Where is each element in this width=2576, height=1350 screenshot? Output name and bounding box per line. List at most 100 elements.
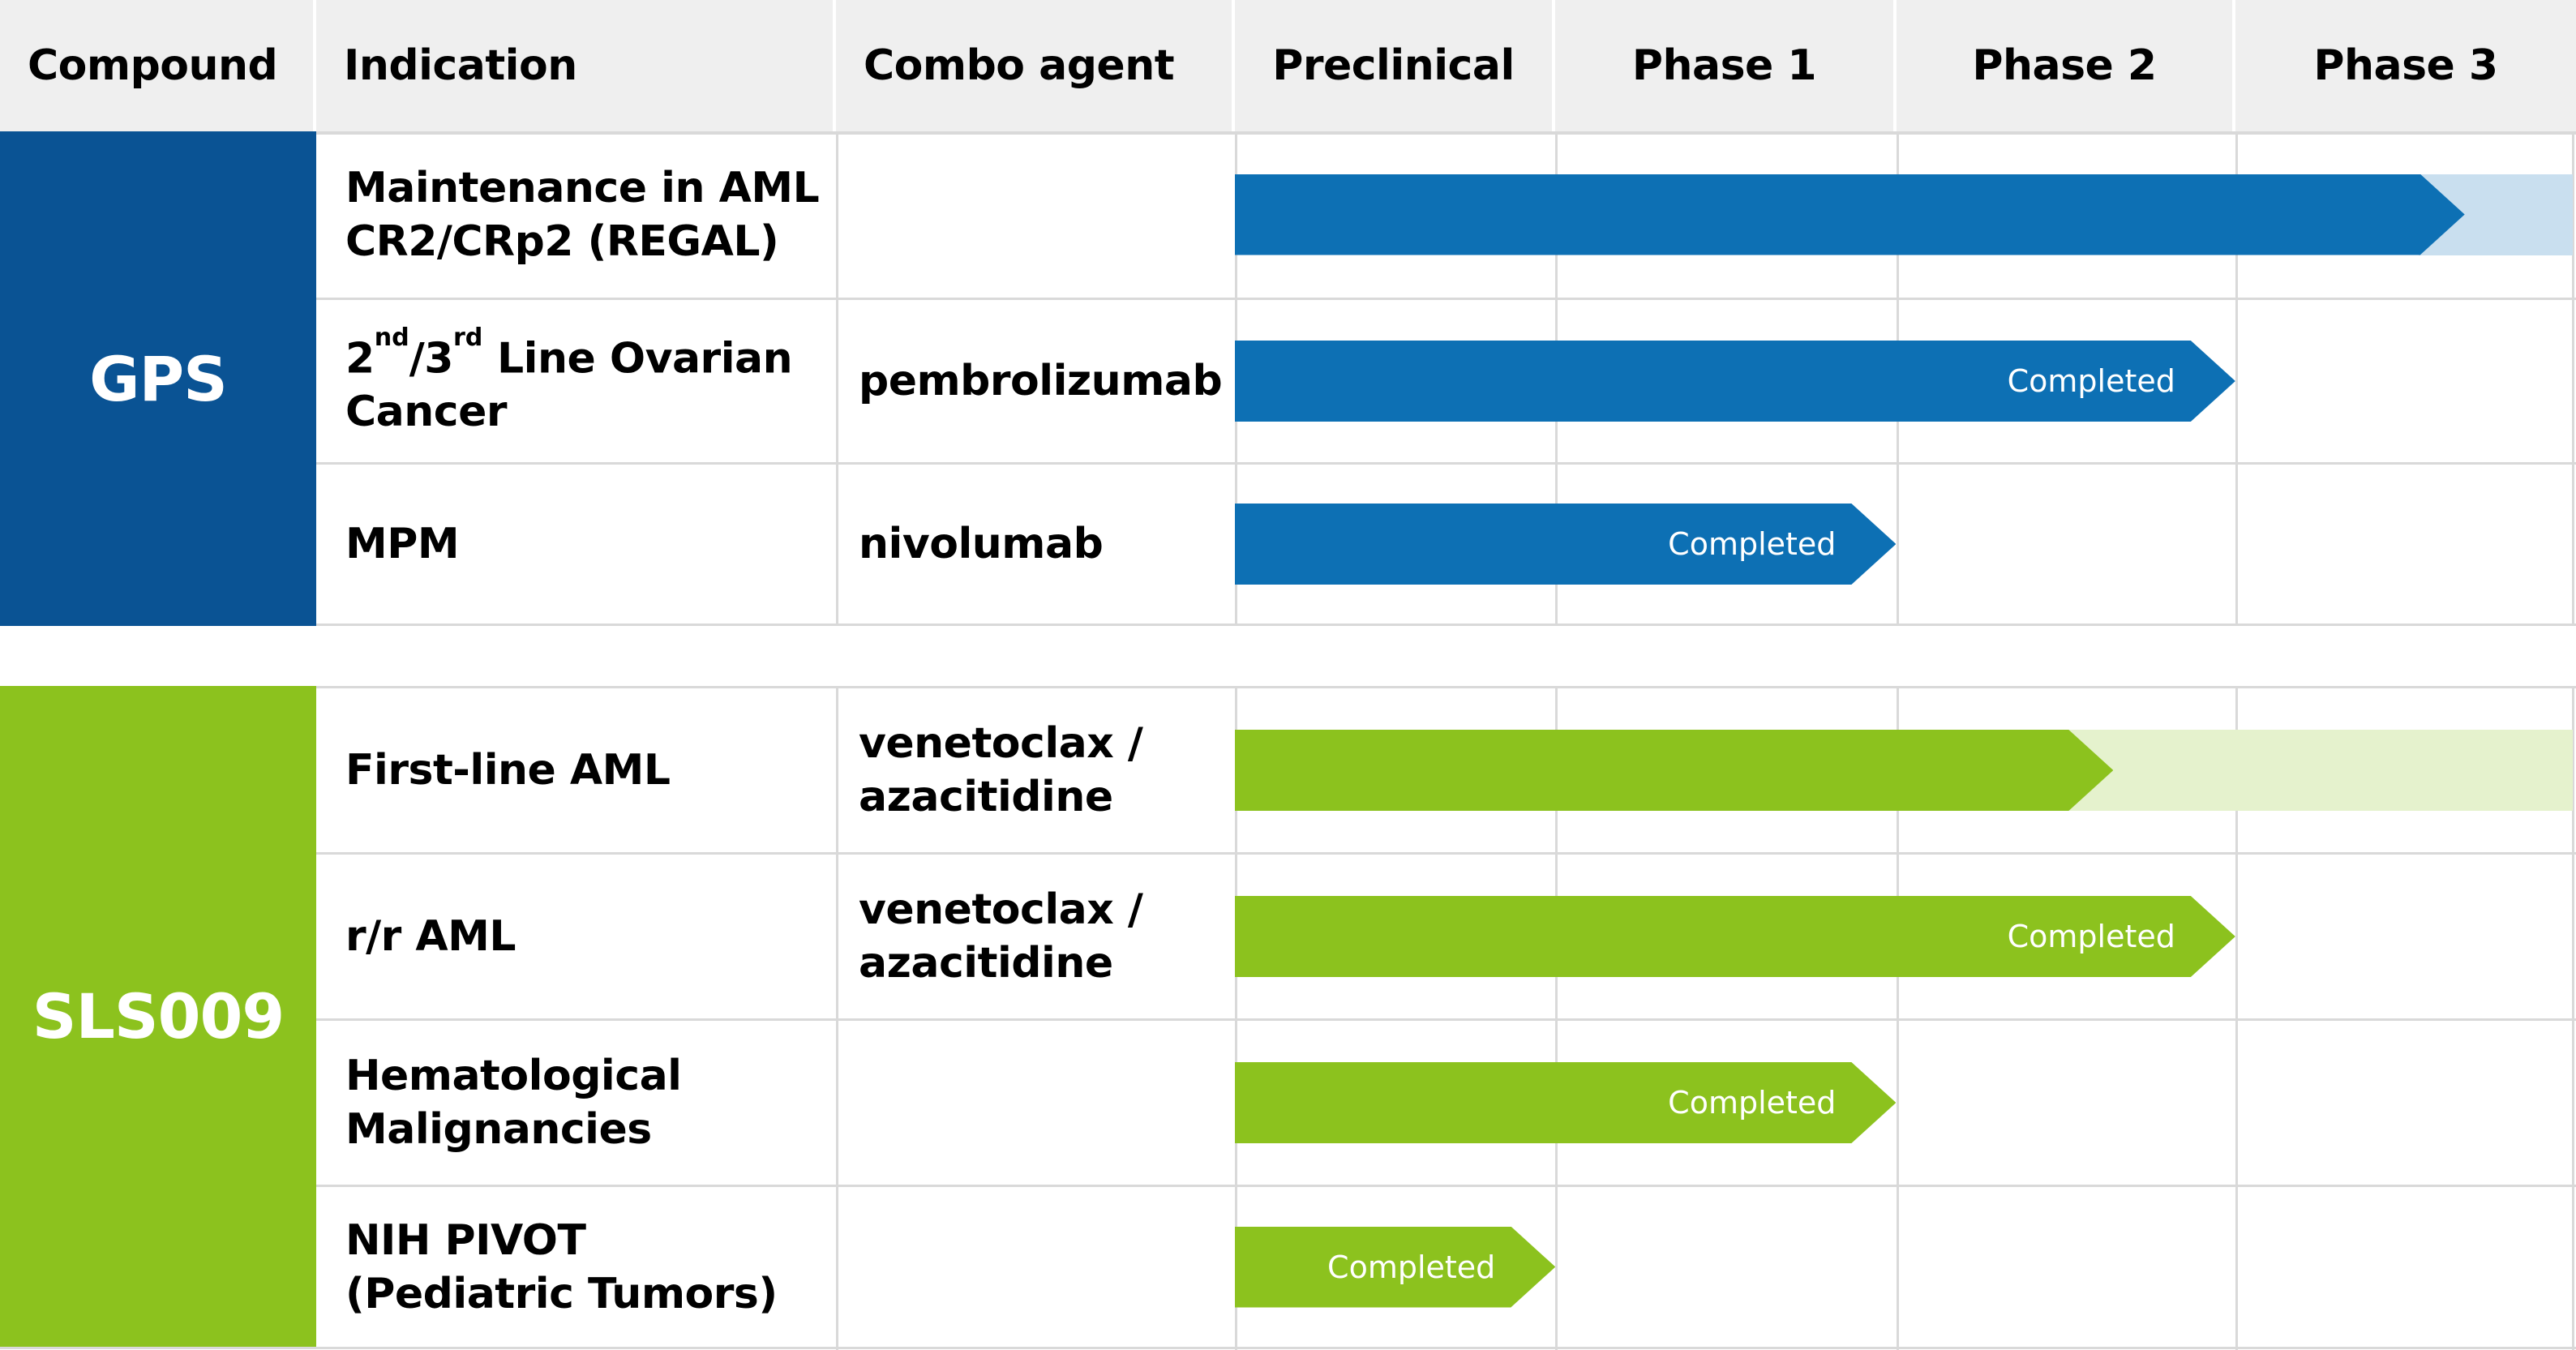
indication-line: 2nd/3rd Line Ovarian: [345, 324, 826, 385]
pipeline-row-gps-mpm: MPM nivolumab Completed: [316, 465, 2576, 624]
compound-label-gps: GPS: [0, 131, 316, 626]
header-label: Indication: [344, 41, 577, 90]
phase-lane: [1235, 131, 2576, 298]
progress-bar: Completed: [1235, 896, 2235, 977]
combo-line: azacitidine: [859, 939, 1113, 988]
indication-cell: 2nd/3rd Line Ovarian Cancer: [316, 300, 836, 462]
combo-line: nivolumab: [859, 520, 1104, 568]
pipeline-row-gps-ovarian: 2nd/3rd Line Ovarian Cancer pembrolizuma…: [316, 300, 2576, 462]
gridline: [1235, 686, 1237, 1350]
pipeline-row-sls009-rr-aml: r/r AML venetoclax / azacitidine Complet…: [316, 855, 2576, 1018]
bar-status-label: Completed: [1668, 526, 1837, 562]
combo-agent-cell: venetoclax / azacitidine: [836, 855, 1235, 1018]
combo-agent-cell: [836, 1021, 1235, 1185]
pipeline-row-sls009-nih-pivot: NIH PIVOT (Pediatric Tumors) Completed: [316, 1187, 2576, 1347]
header-cell-compound: Compound: [0, 0, 316, 131]
indication-text: /3: [409, 334, 454, 384]
ghost-progress-bar: [2068, 730, 2573, 811]
gridline: [2572, 131, 2574, 626]
ordinal-suffix: rd: [452, 324, 483, 353]
indication-line: Maintenance in AML: [345, 163, 820, 212]
header-cell-preclinical: Preclinical: [1235, 0, 1555, 131]
sls009-table: SLS009 First-line AML venetoclax / azaci…: [0, 686, 2576, 1350]
header-label: Combo agent: [864, 41, 1175, 90]
indication-cell: Maintenance in AML CR2/CRp2 (REGAL): [316, 131, 836, 298]
pipeline-row-gps-regal: Maintenance in AML CR2/CRp2 (REGAL): [316, 131, 2576, 298]
header-cell-phase-2: Phase 2: [1897, 0, 2235, 131]
indication-cell: MPM: [316, 465, 836, 624]
indication-cell: r/r AML: [316, 855, 836, 1018]
gridline: [1897, 686, 1899, 1350]
combo-line: venetoclax /: [859, 885, 1143, 934]
progress-bar: [1235, 730, 2113, 811]
phase-lane: Completed: [1235, 465, 2576, 624]
combo-agent-cell: pembrolizumab: [836, 300, 1235, 462]
gridline: [836, 686, 838, 1350]
header-cell-indication: Indication: [316, 0, 836, 131]
header-cell-phase-1: Phase 1: [1555, 0, 1897, 131]
header-cell-phase-3: Phase 3: [2235, 0, 2576, 131]
indication-line: CR2/CRp2 (REGAL): [345, 216, 779, 266]
bar-status-label: Completed: [2007, 919, 2175, 954]
table-bottom-border: [0, 1347, 2576, 1349]
gridline: [1555, 686, 1558, 1350]
phase-lane: Completed: [1235, 300, 2576, 462]
table-top-border: [316, 686, 2576, 688]
header-row: Compound Indication Combo agent Preclini…: [0, 0, 2576, 131]
progress-bar: Completed: [1235, 504, 1896, 585]
row-divider: [316, 852, 2576, 855]
header-label: Phase 3: [2313, 41, 2498, 90]
header-label: Phase 2: [1972, 41, 2157, 90]
gridline: [2572, 686, 2574, 1350]
ordinal-suffix: nd: [374, 324, 409, 353]
indication-line: Hematological: [345, 1052, 682, 1100]
compound-label-sls009: SLS009: [0, 686, 316, 1347]
indication-text: 2: [345, 334, 375, 384]
header-cell-combo-agent: Combo agent: [836, 0, 1235, 131]
combo-line: venetoclax /: [859, 719, 1143, 768]
phase-lane: Completed: [1235, 855, 2576, 1018]
progress-bar: [1235, 174, 2465, 255]
header-label: Phase 1: [1631, 41, 1817, 90]
indication-line: MPM: [345, 520, 460, 568]
row-divider: [316, 298, 2576, 300]
indication-cell: Hematological Malignancies: [316, 1021, 836, 1185]
bar-status-label: Completed: [1668, 1085, 1837, 1121]
phase-lane: [1235, 688, 2576, 852]
indication-cell: NIH PIVOT (Pediatric Tumors): [316, 1187, 836, 1347]
table-bottom-border: [0, 624, 2576, 626]
compound-name: GPS: [89, 342, 228, 415]
row-divider: [316, 462, 2576, 465]
indication-line: First-line AML: [345, 746, 671, 795]
progress-bar: Completed: [1235, 1227, 1555, 1308]
indication-text: Line Ovarian: [482, 334, 793, 384]
gridline: [2235, 686, 2238, 1350]
header-label: Compound: [28, 41, 278, 90]
row-divider: [316, 1018, 2576, 1021]
phase-lane: Completed: [1235, 1187, 2576, 1347]
progress-bar: Completed: [1235, 341, 2235, 422]
bar-status-label: Completed: [2007, 363, 2175, 399]
indication-cell: First-line AML: [316, 688, 836, 852]
indication-line: Malignancies: [345, 1105, 652, 1154]
header-label: Preclinical: [1272, 41, 1515, 90]
compound-name: SLS009: [32, 980, 285, 1052]
combo-agent-cell: [836, 1187, 1235, 1347]
combo-line: azacitidine: [859, 773, 1113, 821]
row-divider: [316, 1185, 2576, 1187]
combo-agent-cell: venetoclax / azacitidine: [836, 688, 1235, 852]
phase-lane: Completed: [1235, 1021, 2576, 1185]
indication-line: r/r AML: [345, 912, 516, 961]
gridline: [2235, 131, 2238, 626]
combo-agent-cell: nivolumab: [836, 465, 1235, 624]
indication-line: Cancer: [345, 388, 508, 437]
gridline: [836, 131, 838, 626]
indication-line: (Pediatric Tumors): [345, 1269, 778, 1318]
combo-agent-cell: [836, 131, 1235, 298]
pipeline-row-sls009-hematological: Hematological Malignancies Completed: [316, 1021, 2576, 1185]
bar-status-label: Completed: [1327, 1249, 1496, 1285]
gps-table: GPS Maintenance in AML CR2/CRp2 (REGAL): [0, 131, 2576, 626]
progress-bar: Completed: [1235, 1062, 1896, 1143]
pipeline-row-sls009-first-line-aml: First-line AML venetoclax / azacitidine: [316, 688, 2576, 852]
